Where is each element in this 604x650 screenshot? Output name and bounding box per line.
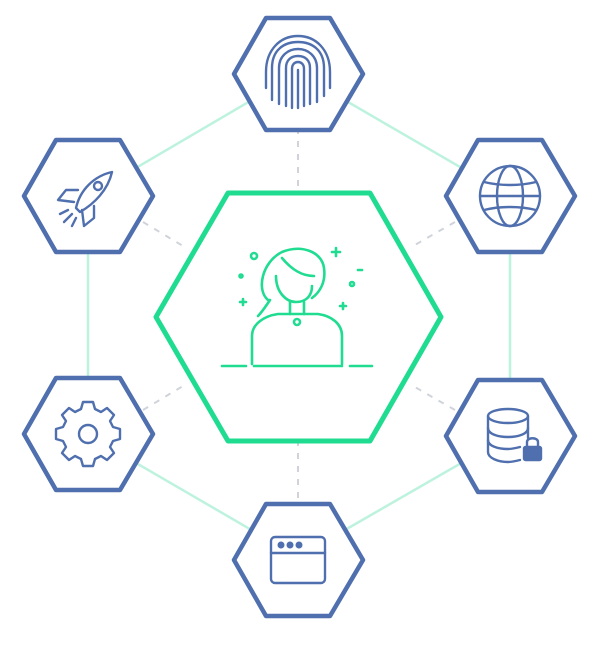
center-hexagon: [153, 190, 444, 444]
dashed-spokes: [142, 128, 456, 502]
node-lower-left: [21, 375, 156, 493]
spoke-lower-right: [412, 385, 456, 411]
node-bottom: [231, 501, 366, 619]
center-node: [153, 190, 444, 444]
hexagon-upper-left: [21, 137, 156, 255]
hexagon-lower-left: [21, 375, 156, 493]
browser-window-icon: [269, 535, 327, 585]
node-lower-right: [443, 377, 578, 495]
node-upper-left: [21, 137, 156, 255]
globe-icon: [478, 164, 542, 228]
database-lock-icon: [486, 407, 543, 464]
node-top: [231, 15, 366, 133]
spoke-upper-right: [412, 221, 456, 247]
spoke-upper-left: [142, 221, 184, 247]
hexagon-bottom: [231, 501, 366, 619]
user-avatar-icon: [220, 246, 374, 368]
gear-icon: [54, 400, 122, 468]
rocket-icon: [56, 170, 114, 228]
node-upper-right: [443, 137, 578, 255]
spoke-lower-left: [142, 385, 184, 411]
fingerprint-icon: [264, 34, 332, 110]
